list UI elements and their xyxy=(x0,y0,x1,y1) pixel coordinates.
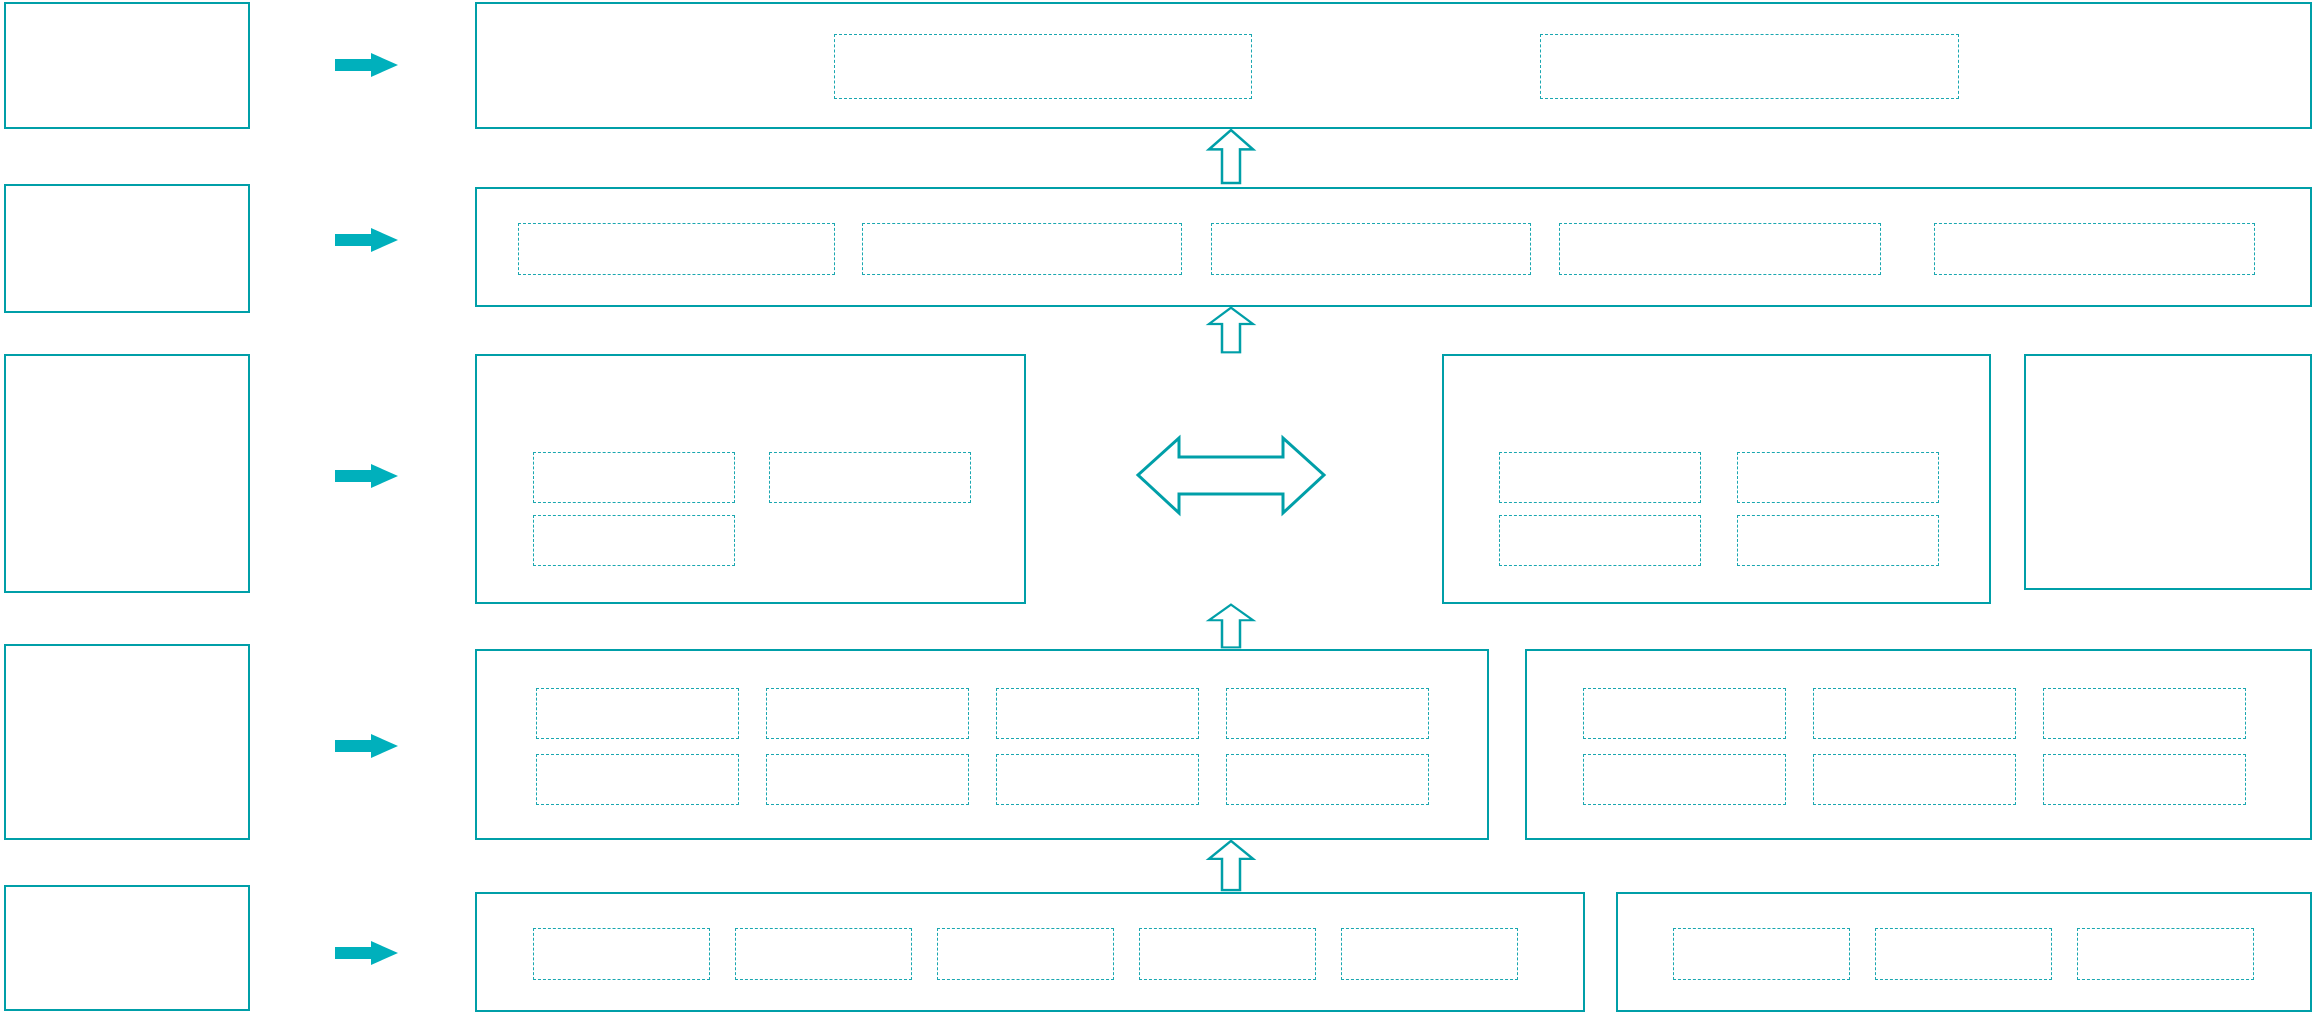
row4-left-container-box xyxy=(475,649,1489,840)
row2-label-box xyxy=(4,184,250,313)
row4-right-placeholder-6 xyxy=(2043,754,2246,805)
row4-right-placeholder-2 xyxy=(1813,688,2016,739)
row3-label-box xyxy=(4,354,250,593)
up-arrow-icon xyxy=(1205,839,1257,892)
row4-left-placeholder-3 xyxy=(996,688,1199,739)
right-arrow-icon xyxy=(335,941,398,965)
right-arrow-icon xyxy=(335,734,398,758)
row3-right-placeholder-1 xyxy=(1499,452,1701,503)
row1-placeholder-2 xyxy=(1540,34,1959,99)
row4-left-placeholder-5 xyxy=(536,754,739,805)
row1-label-box xyxy=(4,2,250,129)
row1-container-box xyxy=(475,2,2312,129)
row2-placeholder-4 xyxy=(1559,223,1881,275)
row5-left-container-box xyxy=(475,892,1585,1012)
row4-left-placeholder-2 xyxy=(766,688,969,739)
row3-left-container-box xyxy=(475,354,1026,604)
row4-right-placeholder-1 xyxy=(1583,688,1786,739)
row4-left-placeholder-6 xyxy=(766,754,969,805)
row4-label-box xyxy=(4,644,250,840)
row5-left-placeholder-2 xyxy=(735,928,912,980)
row4-left-placeholder-7 xyxy=(996,754,1199,805)
row5-right-placeholder-2 xyxy=(1875,928,2052,980)
row3-right-container-box xyxy=(1442,354,1991,604)
up-arrow-icon xyxy=(1205,603,1257,649)
row2-placeholder-3 xyxy=(1211,223,1531,275)
row5-left-placeholder-5 xyxy=(1341,928,1518,980)
right-arrow-icon xyxy=(335,228,398,252)
up-arrow-icon xyxy=(1205,306,1257,354)
row2-container-box xyxy=(475,187,2312,307)
row4-right-placeholder-4 xyxy=(1583,754,1786,805)
row3-left-placeholder-2 xyxy=(769,452,971,503)
row3-right-placeholder-2 xyxy=(1737,452,1939,503)
row4-right-container-box xyxy=(1525,649,2312,840)
row5-label-box xyxy=(4,885,250,1011)
up-arrow-icon xyxy=(1205,128,1257,185)
row5-right-placeholder-1 xyxy=(1673,928,1850,980)
row5-right-container-box xyxy=(1616,892,2312,1012)
row3-right-placeholder-4 xyxy=(1737,515,1939,566)
row2-placeholder-5 xyxy=(1934,223,2255,275)
left-right-arrow-icon xyxy=(1135,434,1327,517)
row4-right-placeholder-5 xyxy=(1813,754,2016,805)
row3-left-placeholder-1 xyxy=(533,452,735,503)
row4-right-placeholder-3 xyxy=(2043,688,2246,739)
row3-left-placeholder-3 xyxy=(533,515,735,566)
right-arrow-icon xyxy=(335,464,398,488)
row2-placeholder-2 xyxy=(862,223,1182,275)
row5-left-placeholder-3 xyxy=(937,928,1114,980)
row5-left-placeholder-1 xyxy=(533,928,710,980)
row4-left-placeholder-8 xyxy=(1226,754,1429,805)
row4-left-placeholder-1 xyxy=(536,688,739,739)
right-arrow-icon xyxy=(335,53,398,77)
row5-left-placeholder-4 xyxy=(1139,928,1316,980)
row2-placeholder-1 xyxy=(518,223,835,275)
row3-far-right-box xyxy=(2024,354,2312,590)
row4-left-placeholder-4 xyxy=(1226,688,1429,739)
row5-right-placeholder-3 xyxy=(2077,928,2254,980)
row3-right-placeholder-3 xyxy=(1499,515,1701,566)
row1-placeholder-1 xyxy=(834,34,1252,99)
